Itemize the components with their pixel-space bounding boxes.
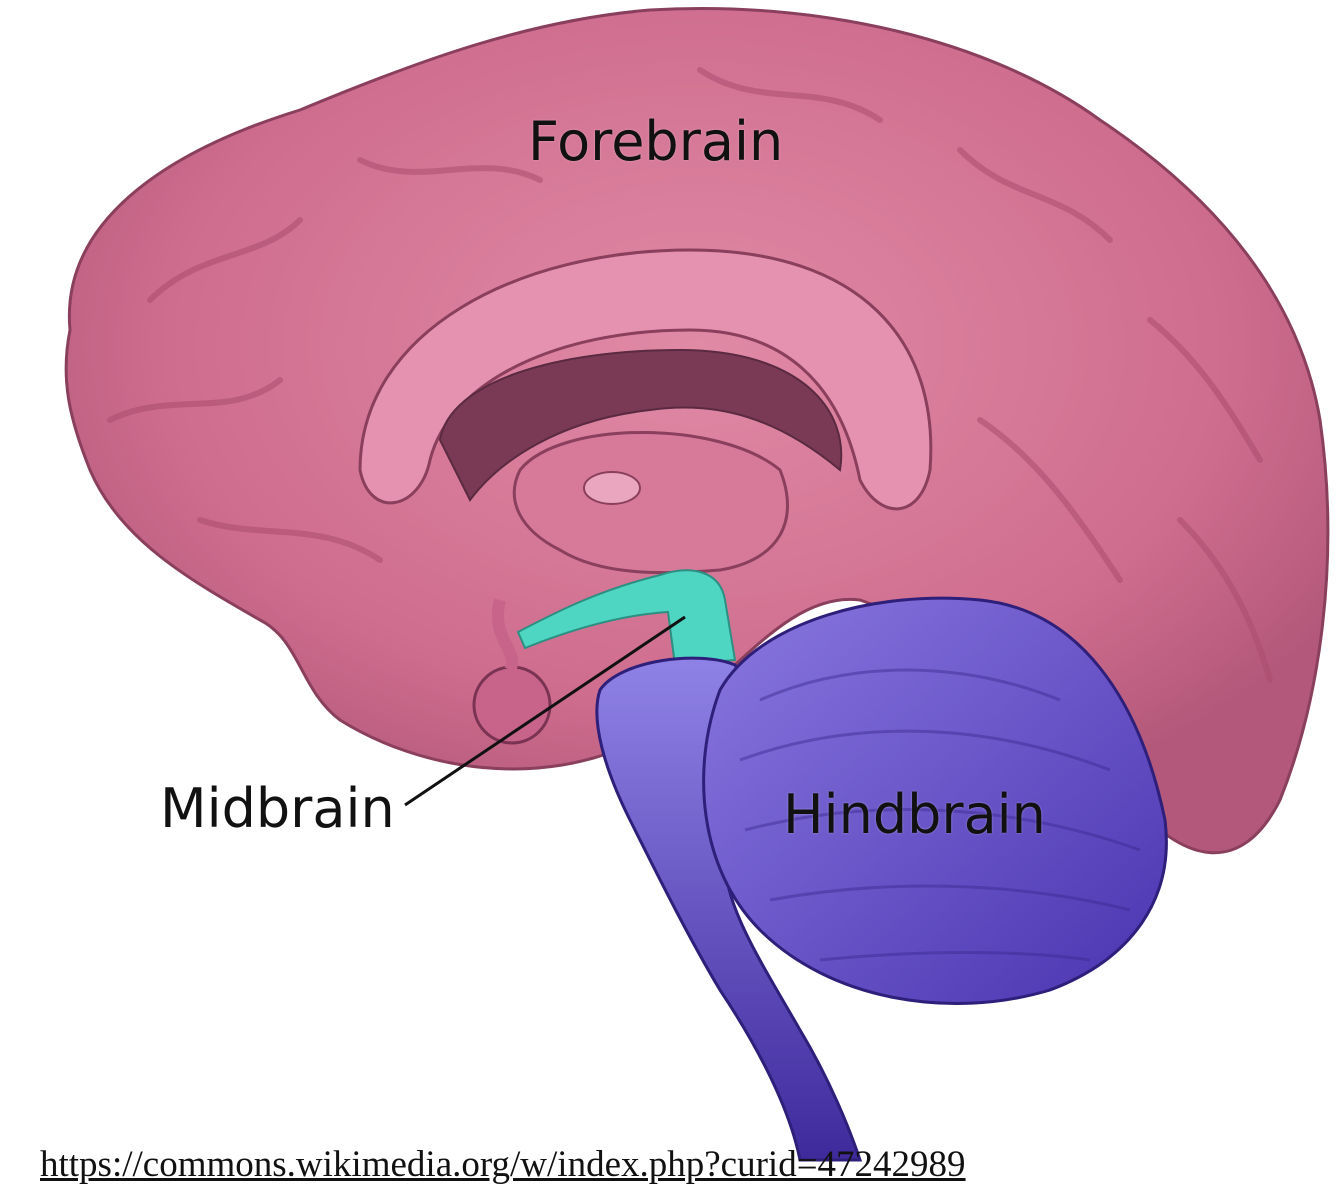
- midbrain-pointer-line: [404, 615, 686, 807]
- gyri-lines: [107, 67, 1273, 683]
- forebrain-label: Forebrain: [528, 110, 784, 173]
- midbrain-region: [516, 569, 737, 667]
- infundibulum: [492, 598, 518, 673]
- hindbrain-region: [702, 596, 1168, 1005]
- source-url-link[interactable]: https://commons.wikimedia.org/w/index.ph…: [40, 1144, 966, 1185]
- thalamus: [512, 431, 789, 575]
- lateral-ventricle: [438, 348, 843, 502]
- hindbrain-label: Hindbrain: [783, 783, 1046, 846]
- massa-intermedia: [583, 471, 641, 505]
- midbrain-label: Midbrain: [160, 777, 395, 840]
- cerebellum-folia: [739, 668, 1141, 962]
